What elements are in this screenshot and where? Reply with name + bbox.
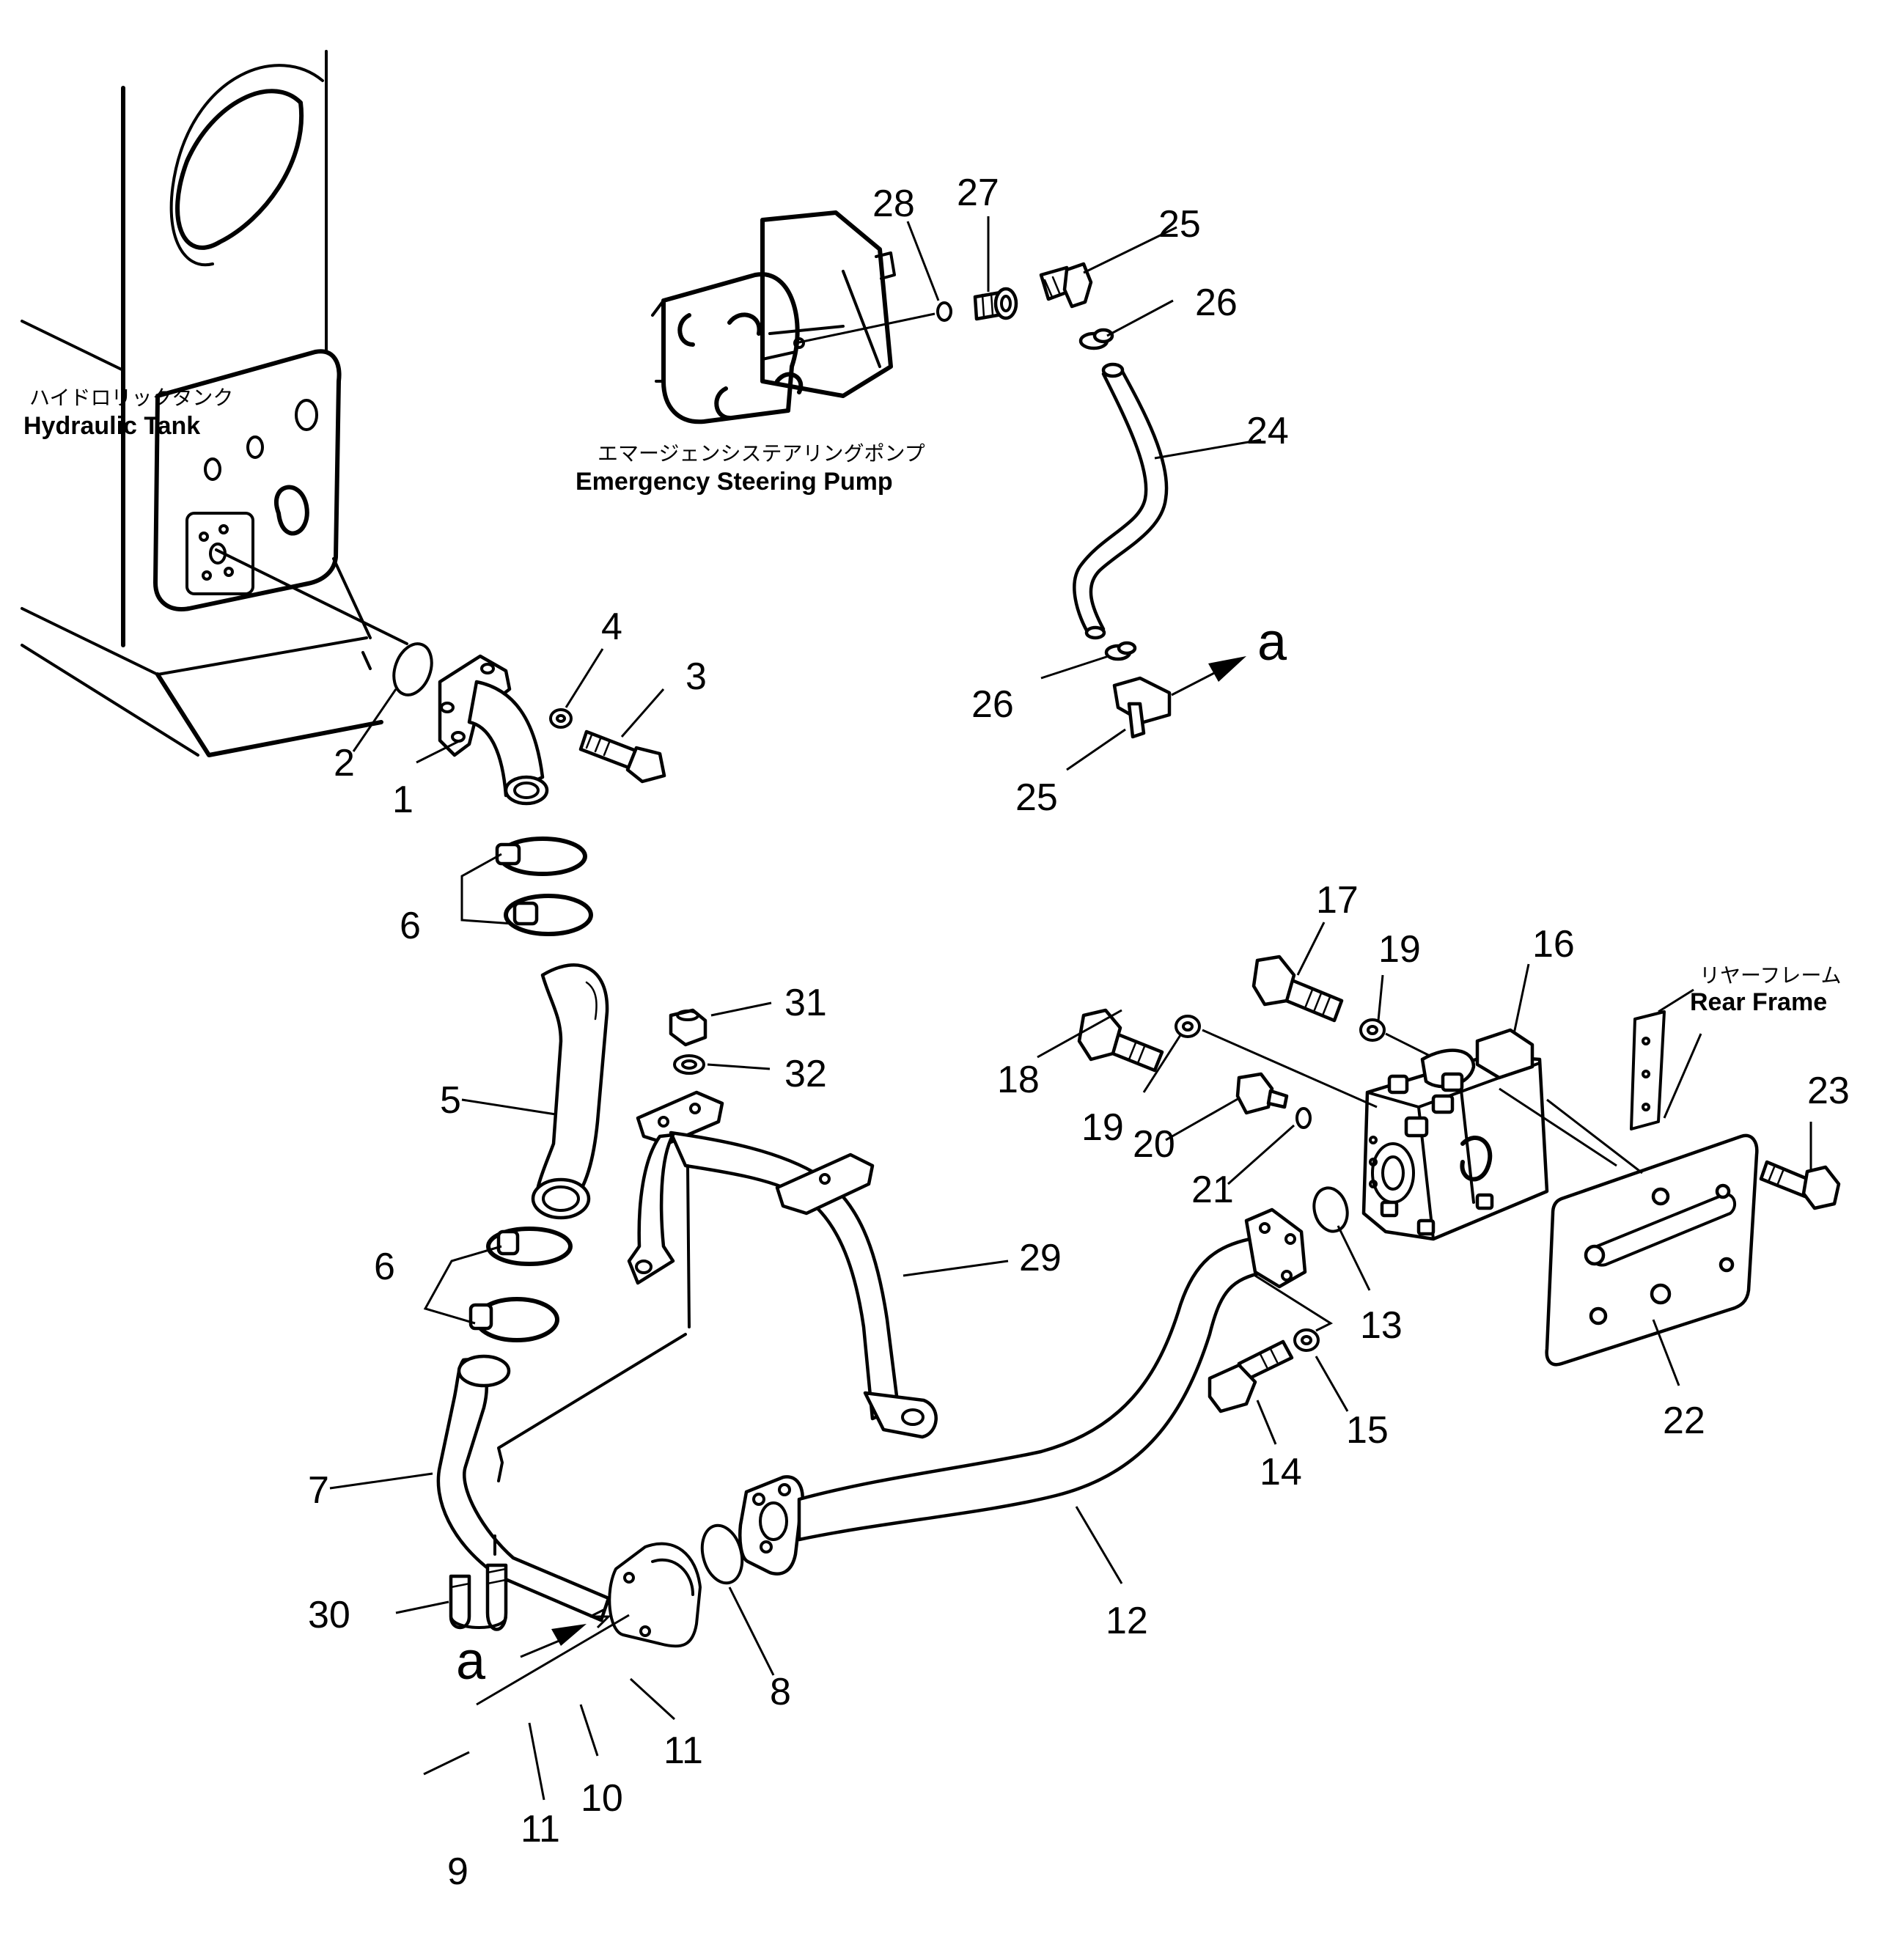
callout-2: 2 (334, 742, 355, 784)
part-o-ring-2 (392, 642, 433, 696)
hydraulic-tank-label-jp: ハイドロリックタンク (29, 386, 233, 410)
part-bolt-14 (1208, 1339, 1294, 1413)
pump-label-jp: エマージェンシステアリングポンプ (598, 441, 925, 466)
callout-17: 17 (1316, 879, 1359, 922)
part-washer-19-lower (1175, 1015, 1201, 1038)
part-hose-5 (531, 963, 609, 1220)
callout-23: 23 (1807, 1070, 1850, 1112)
part-bracket-29 (497, 1090, 938, 1482)
rear-frame-label-en: Rear Frame (1690, 988, 1827, 1016)
callout-11b: 11 (664, 1729, 703, 1772)
callout-19b: 19 (1081, 1106, 1124, 1149)
hydraulic-tank-label-en: Hydraulic Tank (23, 412, 200, 440)
callout-12: 12 (1106, 1600, 1148, 1642)
name-labels: ハイドロリックタンク Hydraulic Tank エマージェンシステアリングポ… (23, 386, 1841, 1016)
callout-29: 29 (1019, 1237, 1062, 1279)
rear-frame-label-jp: リヤーフレーム (1699, 963, 1841, 988)
reference-letters: a a (456, 613, 1287, 1691)
callout-3: 3 (685, 655, 707, 698)
callout-31: 31 (784, 982, 827, 1024)
part-plate-22 (1545, 1133, 1759, 1367)
part-bolt-18 (1077, 1008, 1164, 1073)
part-plug-20 (1235, 1072, 1289, 1115)
part-pipe-7 (436, 1354, 702, 1648)
part-washer-15 (1293, 1328, 1320, 1352)
part-o-ring-13 (1312, 1186, 1349, 1233)
arrow-ref-a-top (1171, 656, 1246, 696)
callout-28: 28 (872, 183, 915, 225)
part-nut-31 (669, 1008, 707, 1047)
ref-a-top: a (1257, 613, 1287, 672)
callout-5: 5 (440, 1079, 461, 1122)
ref-a-bottom: a (456, 1632, 486, 1691)
part-valve-block-16 (1361, 1028, 1549, 1241)
callout-26a: 26 (1195, 282, 1238, 324)
callout-8: 8 (770, 1671, 791, 1713)
callout-21: 21 (1191, 1169, 1234, 1211)
callout-19a: 19 (1378, 928, 1421, 971)
part-flange-elbow (438, 654, 549, 806)
callout-6a: 6 (400, 905, 421, 947)
callout-11a: 11 (521, 1808, 560, 1850)
rear-frame (1630, 988, 1702, 1130)
callout-24: 24 (1246, 410, 1289, 452)
part-hose-clamps-lower (423, 1227, 573, 1342)
part-fitting-25-upper (1039, 262, 1093, 309)
part-bolt-3 (578, 729, 666, 784)
callout-18: 18 (997, 1059, 1040, 1101)
part-fitting-25-lower (1112, 676, 1172, 739)
part-sleeve-26-lower (1104, 641, 1137, 661)
callout-14: 14 (1260, 1451, 1302, 1493)
part-washer-4 (549, 708, 573, 729)
part-hose-24 (1073, 362, 1169, 640)
callout-27: 27 (957, 172, 999, 214)
callout-26b: 26 (971, 683, 1014, 726)
part-hose-clamps-upper (460, 837, 593, 936)
part-bolt-17 (1251, 955, 1344, 1023)
callout-32: 32 (784, 1053, 827, 1095)
part-pipe-12 (738, 1207, 1307, 1575)
pump-label-en: Emergency Steering Pump (576, 468, 893, 496)
emergency-steering-pump (651, 210, 896, 424)
callout-10: 10 (581, 1777, 623, 1820)
callout-13: 13 (1360, 1304, 1403, 1347)
part-sleeve-26-upper (1078, 328, 1114, 350)
hydraulic-tank (21, 50, 408, 757)
part-adapter-27 (973, 287, 1018, 321)
callout-1: 1 (392, 779, 413, 821)
callout-6b: 6 (374, 1246, 395, 1288)
part-washer-32 (673, 1054, 705, 1075)
part-washer-19-upper (1359, 1018, 1386, 1042)
callout-7: 7 (308, 1469, 329, 1512)
part-bolt-23 (1759, 1160, 1841, 1210)
callout-20: 20 (1133, 1123, 1175, 1166)
callout-4: 4 (601, 606, 622, 648)
callout-25b: 25 (1015, 776, 1058, 819)
callout-15: 15 (1346, 1409, 1389, 1452)
arrow-ref-a-bottom (476, 1608, 630, 1706)
leader-lines (329, 216, 1812, 1801)
callout-30: 30 (308, 1594, 350, 1636)
part-u-bolt-30 (449, 1534, 508, 1631)
part-o-ring-21 (1295, 1107, 1312, 1129)
callout-numbers: 1 2 3 4 5 6 6 7 8 9 10 11 11 12 13 14 15… (308, 172, 1850, 1893)
callout-22: 22 (1663, 1400, 1705, 1442)
callout-9: 9 (447, 1850, 468, 1893)
callout-25a: 25 (1158, 203, 1201, 246)
callout-16: 16 (1532, 923, 1575, 966)
part-o-ring-28 (936, 301, 952, 322)
